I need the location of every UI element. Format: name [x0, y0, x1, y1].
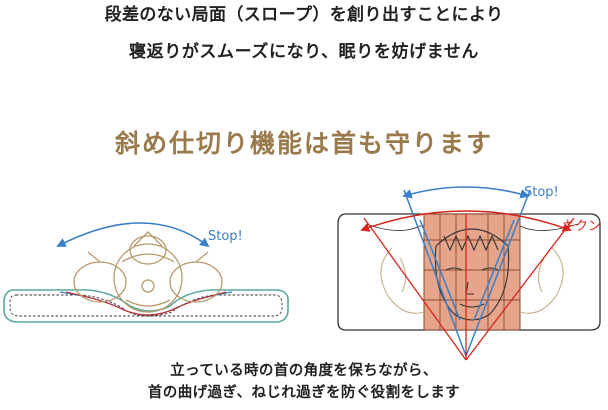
pillow-outline-left — [3, 289, 289, 323]
left-diagram: Stop! — [3, 222, 289, 323]
face-block — [423, 213, 521, 331]
stop-arc-right — [402, 186, 530, 199]
stop-arc-left — [56, 222, 210, 248]
kikun-arc — [360, 210, 572, 232]
red-angle-lines — [363, 214, 575, 361]
stop-label-left: Stop! — [208, 229, 243, 244]
kikun-label: キクン — [562, 219, 601, 234]
caption-line-1: 立っている時の首の角度を保ちながら、 — [170, 363, 438, 379]
stop-label-right: Stop! — [524, 185, 559, 200]
caption: 立っている時の首の角度を保ちながら、 首の曲げ過ぎ、ねじれ過ぎを防ぐ役割をします — [0, 360, 608, 404]
caption-line-2: 首の曲げ過ぎ、ねじれ過ぎを防ぐ役割をします — [147, 385, 461, 401]
intro-line-1: 段差のない局面（スロープ）を創り出すことにより — [104, 5, 504, 25]
right-diagram: Stop! キクン — [337, 185, 601, 361]
blue-angle-lines — [403, 189, 531, 357]
intro-line-2: 寝返りがスムーズになり、眠りを妨げません — [129, 42, 479, 62]
intro-text: 段差のない局面（スロープ）を創り出すことにより 寝返りがスムーズになり、眠りを妨… — [0, 2, 608, 65]
shoulders-outline — [380, 247, 564, 314]
headline: 斜め仕切り機能は首も守ります — [114, 129, 493, 158]
contact-curve-red — [65, 291, 227, 316]
